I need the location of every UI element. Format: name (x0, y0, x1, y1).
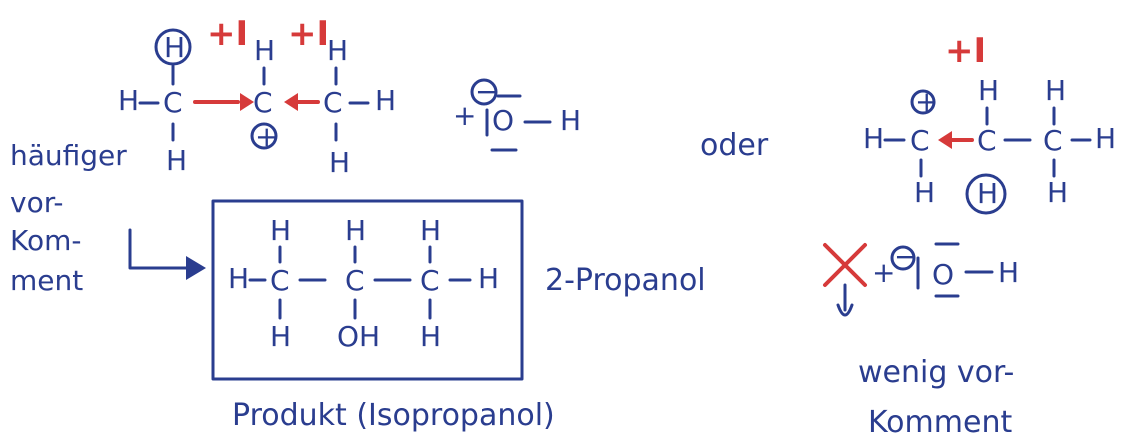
hydroxide-h: H (560, 104, 581, 137)
right-carbon-1: C (910, 124, 930, 157)
haeufig-line-1: häufiger (10, 139, 127, 172)
carbon-2: C (253, 86, 273, 119)
h-left: H (118, 84, 139, 117)
right-hydroxide-h: H (998, 256, 1019, 289)
haeufig-line-4: ment (10, 264, 83, 297)
right-bottom-h-1: H (914, 176, 935, 209)
right-bottom-h-3: H (1047, 176, 1068, 209)
right-top-h-2: H (978, 74, 999, 107)
product-top-h-2: H (345, 214, 366, 247)
right-plus-charge-circle (910, 89, 936, 115)
right-h-left: H (863, 122, 884, 155)
plus-i-label-2: +I (288, 14, 329, 54)
right-carbocation: +I + H H H C C C H H H H + − O (823, 31, 1116, 317)
bottom-h-3: H (329, 146, 350, 179)
right-hydroxide-o: O (932, 258, 954, 291)
product-bottom-oh: OH (337, 320, 380, 353)
product-caption: Produkt (Isopropanol) (232, 398, 555, 433)
top-h-2: H (254, 34, 275, 67)
h-right: H (375, 84, 396, 117)
right-plus-sign: + (872, 256, 895, 289)
right-top-h-3: H (1045, 74, 1066, 107)
haeufig-label: häufiger vor- Kom- ment (10, 139, 127, 297)
right-h-right: H (1095, 122, 1116, 155)
oder-text: oder (700, 128, 769, 163)
haeufig-line-3: Kom- (10, 224, 81, 257)
cross-mark-2 (823, 243, 867, 287)
plus-charge: + (255, 120, 278, 153)
product-arrow-head (186, 256, 206, 280)
plus-i-label-1: +I (207, 14, 248, 54)
minus-charge: − (475, 75, 498, 108)
product-name: 2-Propanol (545, 263, 706, 298)
top-h-3: H (327, 34, 348, 67)
carbon-1: C (163, 86, 183, 119)
product-carbon-3: C (420, 264, 440, 297)
product-h-right: H (478, 262, 499, 295)
right-carbon-3: C (1043, 124, 1063, 157)
plus-sign: + (453, 99, 476, 132)
haeufig-line-2: vor- (10, 186, 64, 219)
left-carbocation: H +I +I H H H C C C H H + H + − O (118, 14, 581, 179)
product-top-h-1: H (270, 214, 291, 247)
right-bottom-h-2: H (977, 177, 998, 210)
product-box: H H H H C C C H H OH H (211, 199, 524, 381)
product-frame (211, 199, 524, 381)
product-bottom-h-3: H (420, 320, 441, 353)
right-carbon-2: C (977, 124, 997, 157)
product-carbon-1: C (270, 264, 290, 297)
hydroxide-o: O (492, 104, 514, 137)
plus-charge-circle (250, 122, 278, 150)
product-carbon-2: C (345, 264, 365, 297)
minus-charge-circle (470, 78, 498, 106)
product-bottom-h-1: H (270, 320, 291, 353)
circled-h-marker (154, 28, 192, 66)
top-h-1: H (164, 31, 185, 64)
right-minus-charge-circle (890, 245, 916, 271)
wenig-line-1: wenig vor- (858, 355, 1014, 390)
product-arrow (128, 228, 190, 270)
bottom-h-1: H (166, 144, 187, 177)
right-minus-charge: − (894, 240, 917, 273)
product-top-h-3: H (420, 214, 441, 247)
wenig-line-2: Komment (868, 405, 1012, 440)
right-plus-i-label: +I (945, 31, 986, 71)
carbon-3: C (323, 86, 343, 119)
product-h-left: H (228, 262, 249, 295)
right-circled-h-marker (965, 173, 1007, 215)
right-plus-charge: + (915, 85, 938, 118)
